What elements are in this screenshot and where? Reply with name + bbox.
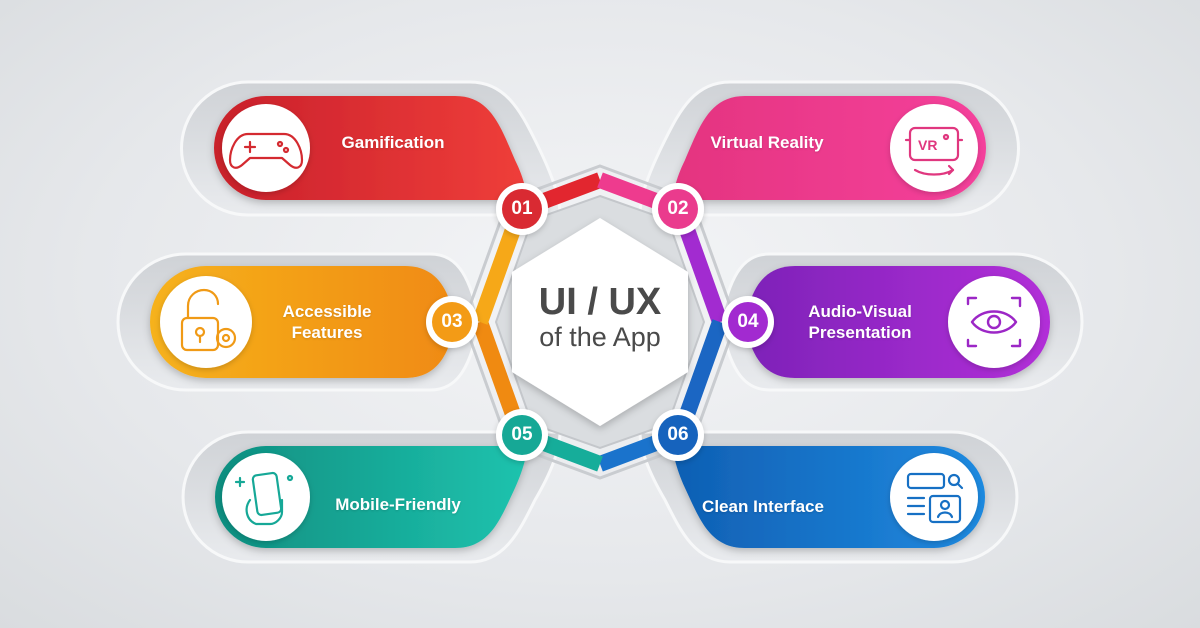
number-05: 05 — [511, 424, 533, 445]
vr-headset-icon: VR — [904, 126, 964, 176]
center-title: UI / UX — [538, 281, 662, 323]
number-02: 02 — [667, 198, 689, 219]
mobile-hand-icon — [234, 471, 294, 526]
gamepad-icon — [228, 132, 304, 169]
label-mobile-friendly: Mobile-Friendly — [335, 495, 461, 514]
badge-06 — [658, 415, 698, 455]
icon-circle-02 — [890, 104, 978, 192]
label-accessible-features: Accessible Features — [282, 302, 372, 342]
badge-04 — [728, 302, 768, 342]
label-virtual-reality: Virtual Reality — [710, 133, 824, 152]
label-gamification: Gamification — [341, 133, 445, 152]
label-clean-interface: Clean Interface — [702, 497, 824, 516]
eye-icon — [966, 296, 1022, 348]
interface-layout-icon — [906, 472, 964, 524]
badge-01 — [502, 189, 542, 229]
number-06: 06 — [667, 424, 689, 445]
badge-02 — [658, 189, 698, 229]
number-03: 03 — [441, 311, 463, 332]
badge-05 — [502, 415, 542, 455]
number-01: 01 — [511, 198, 533, 219]
padlock-icon — [180, 288, 237, 352]
center-hexagon — [512, 218, 688, 426]
svg-text:VR: VR — [918, 137, 937, 153]
icon-circle-01 — [222, 104, 310, 192]
icon-circle-04 — [948, 276, 1040, 368]
label-audio-visual: Audio-Visual Presentation — [808, 302, 912, 342]
center-subtitle: of the App — [539, 322, 661, 352]
hexagon-outer-border — [462, 164, 738, 480]
number-04: 04 — [737, 311, 759, 332]
icon-circle-05 — [222, 453, 310, 541]
number-badges — [426, 183, 774, 461]
badge-03 — [432, 302, 472, 342]
